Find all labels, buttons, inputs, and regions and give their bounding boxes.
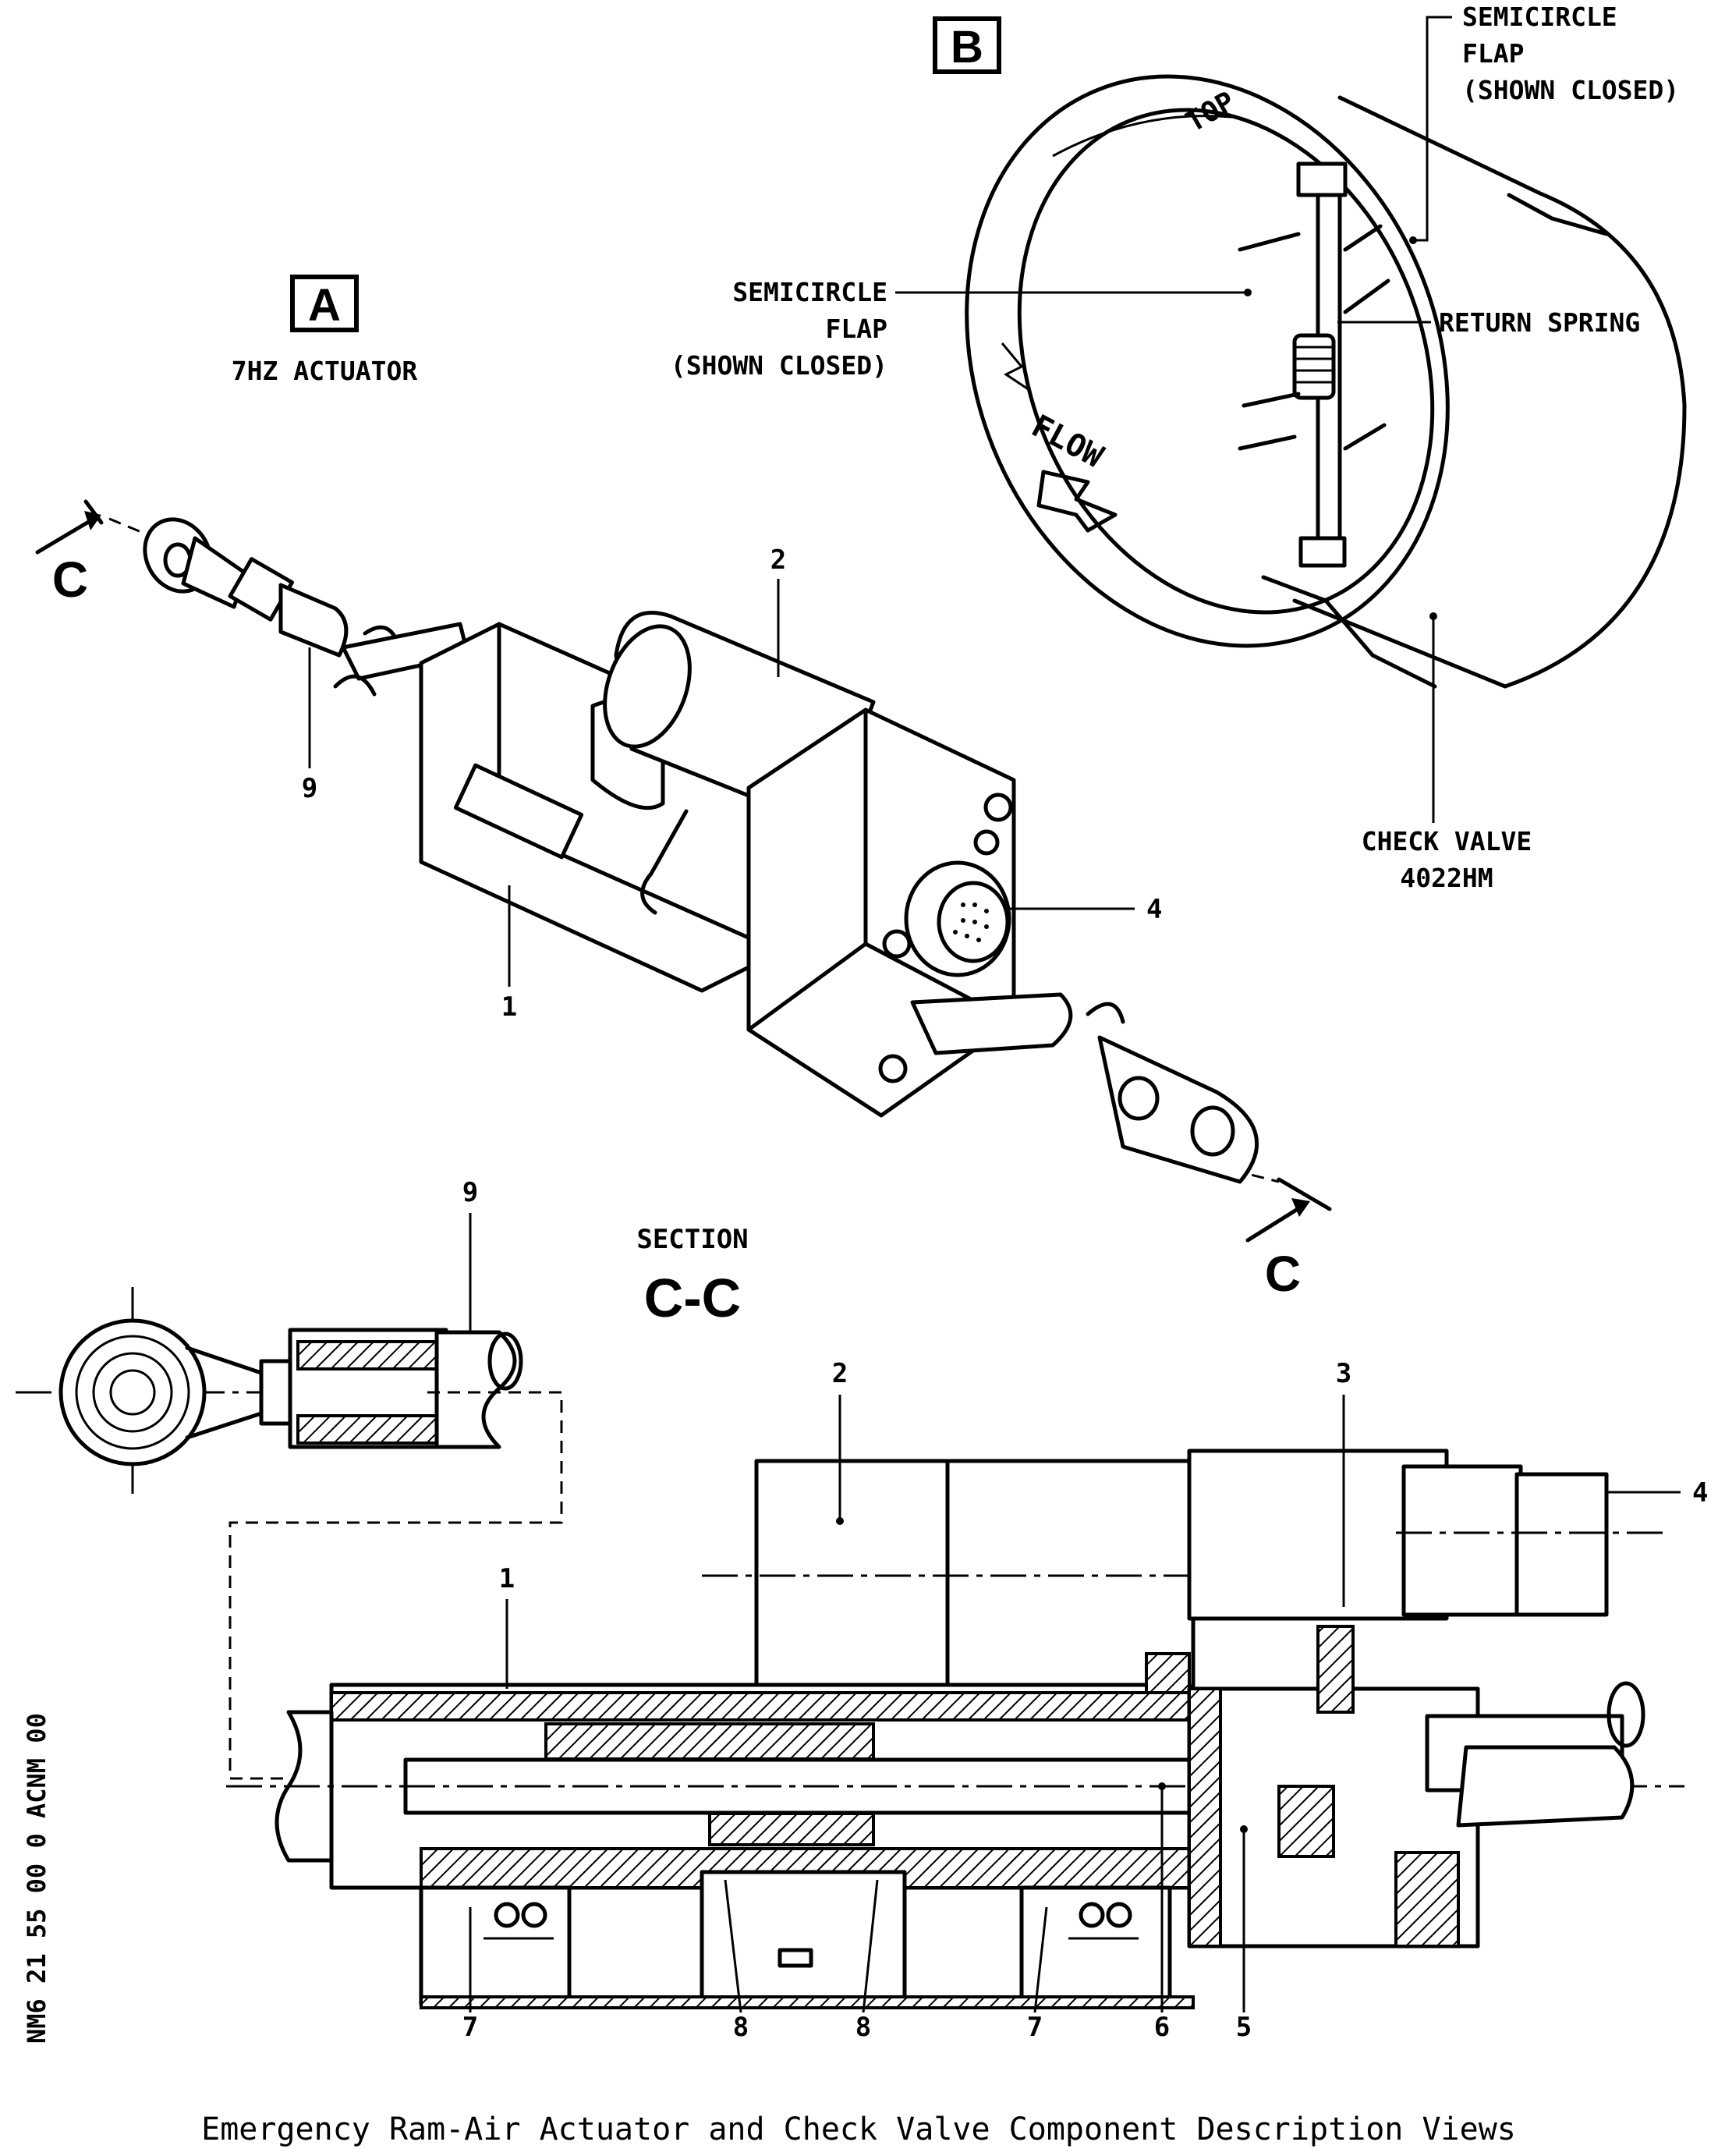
section-title: SECTION — [636, 1224, 748, 1255]
section-item-number-8-right: 8 — [855, 2012, 871, 2043]
flap-right-edge — [1343, 224, 1390, 451]
item-number-9: 9 — [302, 773, 317, 804]
section-c-c-view: SECTION C-C 9 — [16, 1177, 1708, 2043]
section-name: C-C — [644, 1268, 741, 1328]
return-spring-label: RETURN SPRING — [1439, 307, 1640, 338]
limit-switch-left — [484, 1902, 554, 1940]
figure-caption: Emergency Ram-Air Actuator and Check Val… — [201, 2112, 1516, 2147]
svg-text:FLAP: FLAP — [826, 314, 887, 344]
semicircle-flap-label-right: SEMICIRCLE — [1462, 2, 1617, 32]
check-valve-part-number: 4022HM — [1400, 863, 1493, 893]
svg-text:(SHOWN CLOSED): (SHOWN CLOSED) — [1462, 75, 1679, 105]
connector-section — [1514, 1472, 1609, 1617]
limit-switch-right — [1068, 1902, 1139, 1940]
section-item-number-6: 6 — [1154, 2012, 1170, 2043]
section-item-number-3: 3 — [1336, 1358, 1351, 1389]
flow-arrow — [1036, 470, 1118, 533]
side-reference-code: NM6 21 55 00 0 ACNM 00 — [22, 1713, 51, 2044]
svg-text:FLAP: FLAP — [1462, 38, 1524, 69]
section-item-number-8-left: 8 — [733, 2012, 749, 2043]
return-spring-coil — [1292, 333, 1336, 400]
spur-gear-3 — [1316, 1625, 1355, 1714]
flap-left-edge — [1238, 232, 1301, 451]
actuator-view: A 7HZ ACTUATOR C C — [35, 275, 1332, 1302]
svg-text:(SHOWN CLOSED): (SHOWN CLOSED) — [671, 350, 887, 381]
section-item-number-1: 1 — [499, 1563, 515, 1594]
item-number-4: 4 — [1146, 894, 1162, 925]
section-item-number-5: 5 — [1236, 2012, 1252, 2043]
section-item-number-7-left: 7 — [462, 2012, 478, 2043]
section-item-number-9: 9 — [462, 1177, 478, 1208]
check-valve-label: CHECK VALVE — [1362, 826, 1532, 856]
check-valve-view: B TOP FLOW SEMICIRCLE FLAP (SHOWN CLOSED… — [671, 2, 1687, 893]
view-a-subtitle: 7HZ ACTUATOR — [232, 356, 418, 386]
section-item-number-4: 4 — [1692, 1477, 1708, 1509]
semicircle-flap-label-left: SEMICIRCLE — [732, 277, 887, 307]
section-cut-mark-upper: C — [35, 499, 157, 608]
svg-text:C: C — [52, 551, 88, 608]
valve-body-outline — [1292, 95, 1687, 689]
rod-end-detail — [16, 1287, 523, 1494]
flap-right-leader — [1413, 16, 1452, 242]
section-item-number-7-right: 7 — [1027, 2012, 1043, 2043]
item-number-2: 2 — [770, 544, 786, 576]
view-b-letter: B — [951, 22, 983, 73]
motor-section — [754, 1459, 1196, 1690]
item-number-1: 1 — [501, 991, 517, 1023]
detail-link-line — [228, 1391, 563, 1780]
section-item-number-2: 2 — [832, 1358, 848, 1389]
section-cut-mark-lower: C — [1231, 1168, 1332, 1302]
svg-text:C: C — [1265, 1246, 1301, 1302]
view-a-letter: A — [308, 280, 341, 331]
